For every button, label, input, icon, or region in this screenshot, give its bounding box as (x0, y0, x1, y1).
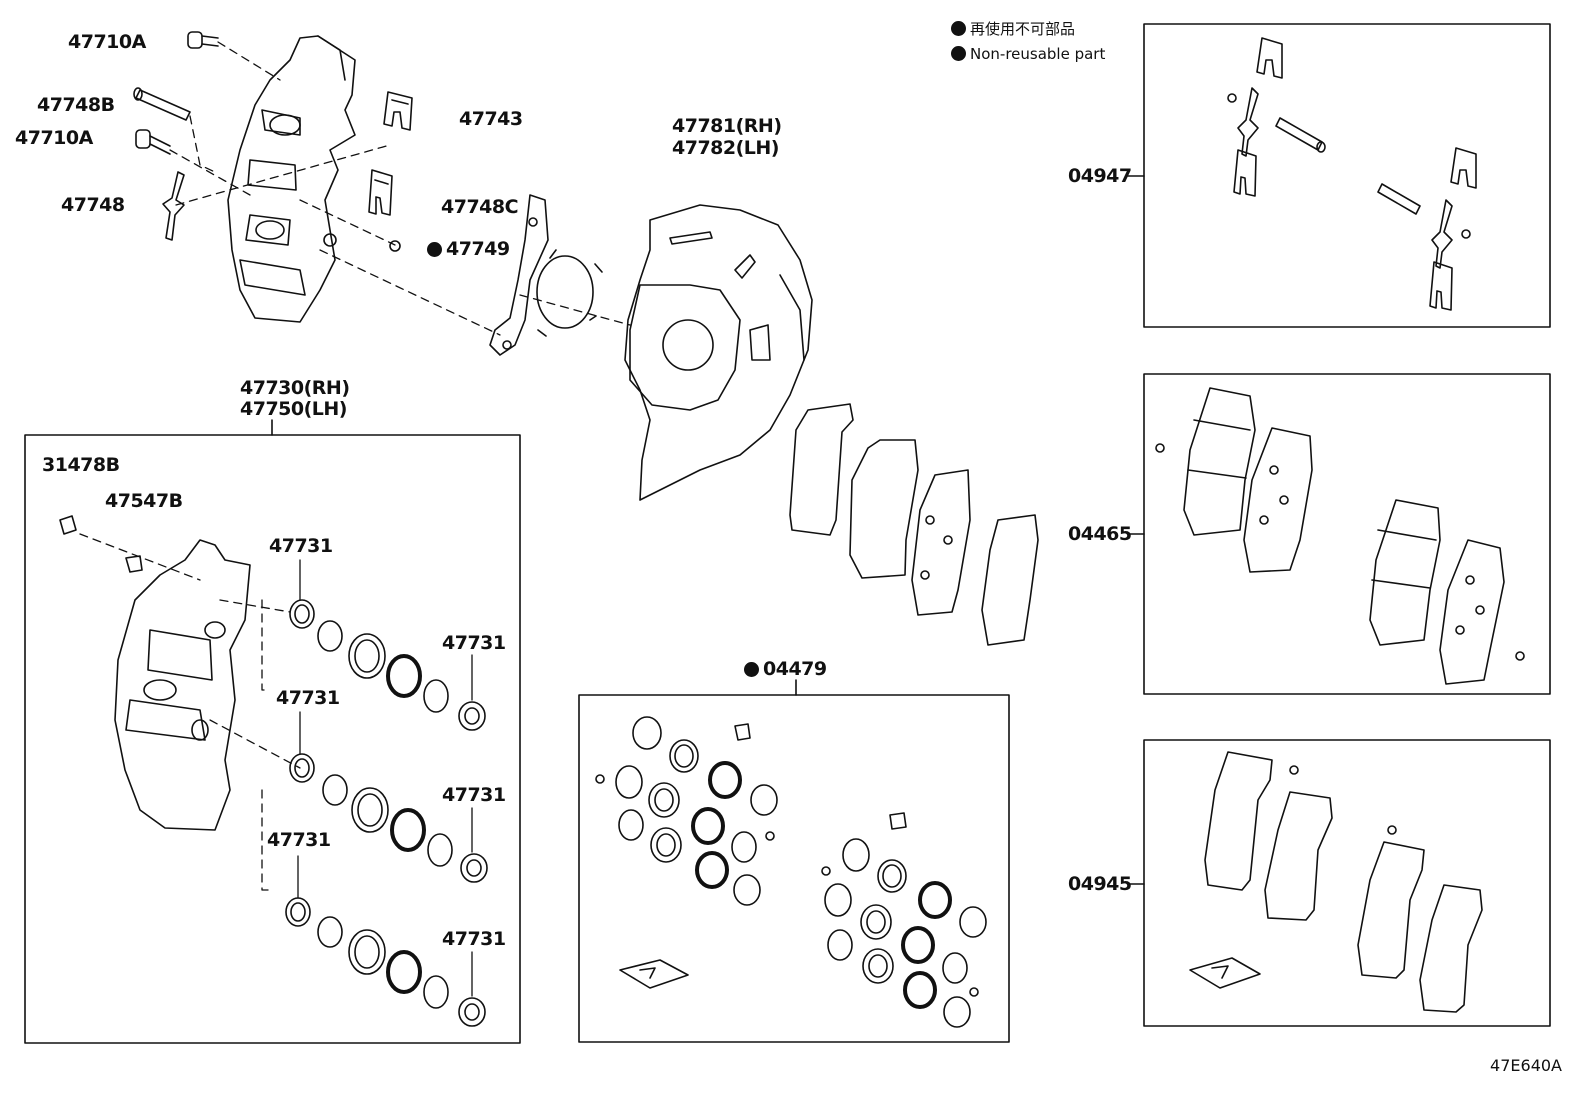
piston-row-1 (289, 599, 486, 731)
leader-lines-lower (79, 533, 301, 891)
bracket (489, 194, 549, 356)
bolt-47710A-mid (135, 129, 171, 155)
clip-47748 (162, 171, 185, 241)
label-47710A-top: 47710A (68, 31, 146, 53)
dust-shield (624, 204, 813, 501)
piston-row-3 (285, 897, 486, 1027)
caliper-upper (227, 35, 356, 323)
legend-en: Non-reusable part (951, 46, 1105, 62)
non-reusable-dot-icon (951, 46, 966, 61)
leader-lines-upper (169, 41, 631, 336)
caliper-lower (114, 539, 251, 831)
kit-04945-parts (1189, 751, 1483, 1013)
label-04945: 04945 (1068, 873, 1132, 895)
kit-box-04945 (1143, 739, 1551, 1027)
label-04465: 04465 (1068, 523, 1132, 545)
clip-47748C (368, 169, 393, 216)
kit-04947-parts (1227, 37, 1477, 311)
label-47731-d: 47731 (442, 784, 506, 806)
kit-04465-parts (1155, 387, 1525, 685)
label-47781: 47781(RH) (672, 115, 782, 137)
non-reusable-dot-icon (951, 21, 966, 36)
label-47731-e: 47731 (267, 829, 331, 851)
nut-47749 (389, 240, 401, 252)
label-47748C: 47748C (441, 196, 519, 218)
piston-row-2 (289, 753, 488, 883)
caliper-assembly-box (24, 434, 521, 1044)
leaders-47731 (297, 559, 473, 997)
non-reusable-dot-icon (427, 242, 442, 257)
label-47710A-mid: 47710A (15, 127, 93, 149)
non-reusable-dot-icon (744, 662, 759, 677)
label-47731-f: 47731 (442, 928, 506, 950)
label-47748: 47748 (61, 194, 125, 216)
clip-47743 (383, 91, 413, 131)
pin-47748B (133, 87, 191, 121)
label-47748B: 47748B (37, 94, 115, 116)
legend-jp: 再使用不可部品 (951, 21, 1075, 37)
label-47749: 47749 (427, 240, 510, 259)
label-04947: 04947 (1068, 165, 1132, 187)
diagram-code: 47E640A (1490, 1056, 1562, 1075)
seal-kit-box (578, 694, 1010, 1043)
bolt-47710A-top (187, 31, 219, 49)
seal-kit-parts (595, 716, 987, 1028)
label-47731-c: 47731 (276, 687, 340, 709)
kit-box-04947 (1143, 23, 1551, 328)
bleeder-31478B (59, 515, 77, 535)
label-47750: 47750(LH) (240, 398, 347, 420)
label-47782: 47782(LH) (672, 137, 779, 159)
label-47547B: 47547B (105, 490, 183, 512)
seal-ring (536, 249, 603, 337)
label-31478B: 31478B (42, 454, 120, 476)
label-47731-a: 47731 (269, 535, 333, 557)
label-47730: 47730(RH) (240, 377, 350, 399)
pad-set-middle (789, 403, 1039, 646)
label-04479: 04479 (744, 660, 827, 679)
bleeder-47547B (125, 555, 143, 573)
label-47743: 47743 (459, 108, 523, 130)
label-47731-b: 47731 (442, 632, 506, 654)
